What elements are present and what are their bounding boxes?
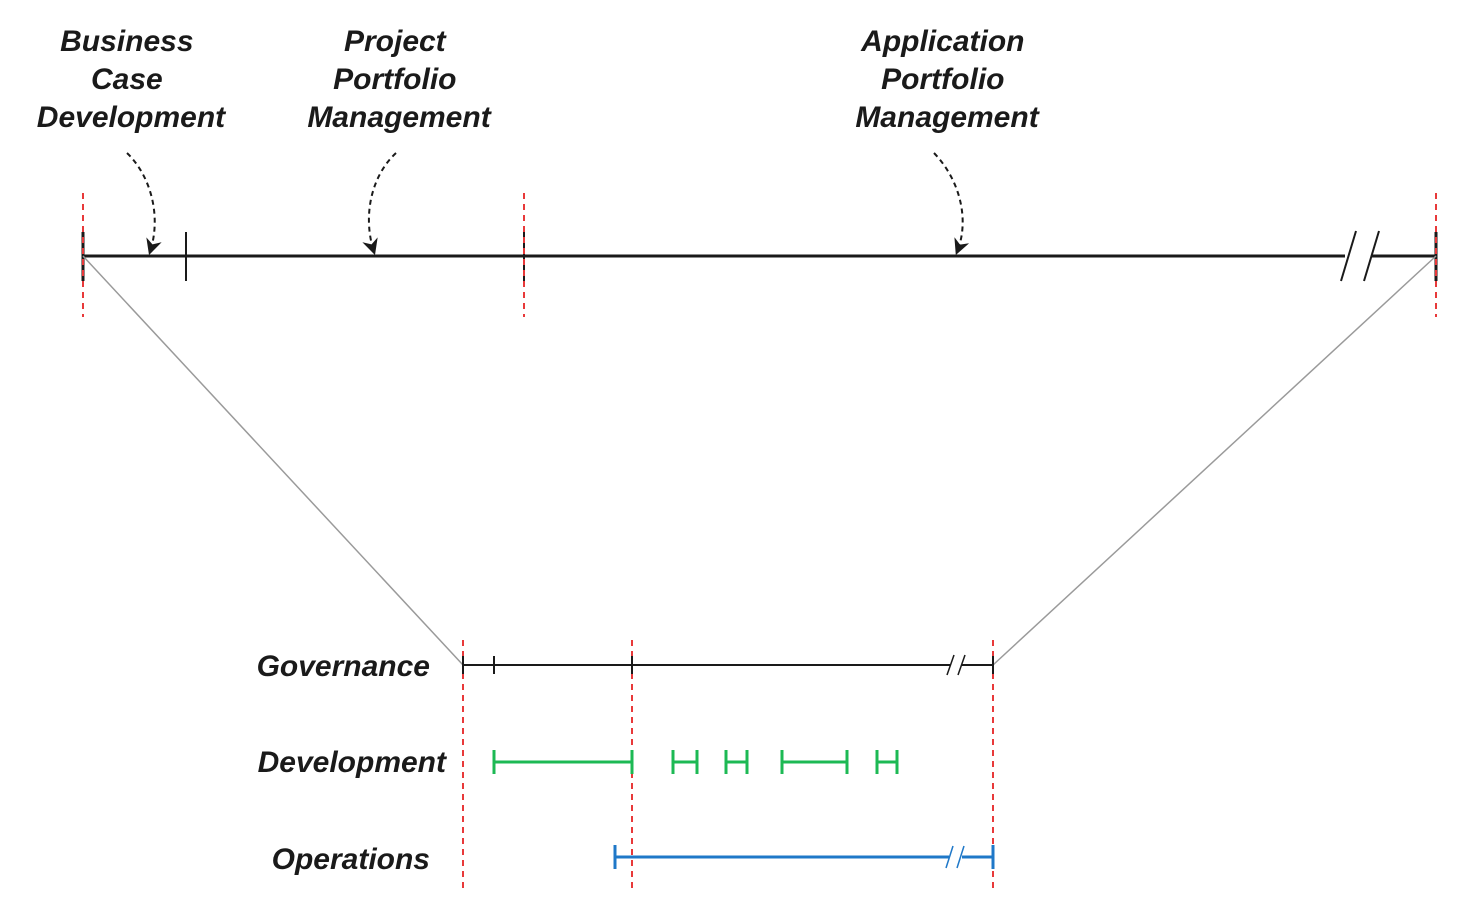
operations-break-mark-1	[945, 845, 954, 869]
row-label-development: Development	[258, 746, 448, 779]
label-business-case: Business Case Development	[37, 25, 227, 134]
top-timeline-break-mark-1	[1340, 230, 1357, 282]
label-project-portfolio: Project Portfolio Management	[307, 25, 492, 134]
label-application-portfolio: Application Portfolio Management	[855, 25, 1040, 134]
zoom-connectors	[82, 255, 1437, 666]
arrow-business-case	[126, 152, 162, 256]
development-span-1	[492, 750, 634, 774]
development-span-3	[724, 750, 749, 774]
operations-timeline	[613, 845, 995, 869]
development-timeline	[492, 750, 899, 774]
top-timeline-break-mark-2	[1363, 230, 1380, 282]
bottom-guides	[462, 640, 994, 890]
governance-timeline	[462, 654, 994, 676]
top-timeline	[81, 230, 1438, 282]
arrow-project-portfolio	[362, 152, 397, 256]
row-label-governance: Governance	[257, 650, 430, 683]
zoom-connector-right	[992, 255, 1437, 666]
development-span-2	[671, 750, 699, 774]
row-label-operations: Operations	[272, 843, 430, 876]
governance-break-mark-1	[946, 654, 955, 676]
development-span-4	[780, 750, 849, 774]
development-span-5	[875, 750, 899, 774]
governance-break-mark-2	[957, 654, 966, 676]
top-guides	[82, 193, 1437, 317]
operations-break-mark-2	[956, 845, 965, 869]
arrow-application-portfolio	[933, 152, 970, 255]
zoom-connector-left	[82, 255, 464, 666]
